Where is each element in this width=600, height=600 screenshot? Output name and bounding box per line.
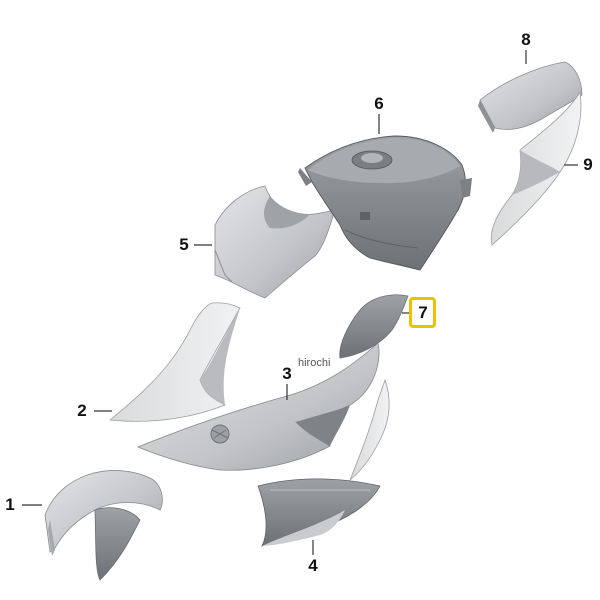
part-6-fuel-tank (298, 135, 472, 271)
callout-6: 6 (374, 94, 384, 113)
part-2-side-panel (109, 302, 241, 422)
callout-2: 2 (77, 401, 87, 420)
part-1-front-fender (44, 470, 163, 581)
watermark-text: hirochi (298, 357, 331, 369)
part-3-side-fairing (136, 342, 390, 482)
callout-7: 7 (418, 303, 428, 322)
part-4-belly-pan (257, 478, 381, 547)
callout-8: 8 (521, 30, 531, 49)
leader-lines (22, 50, 578, 555)
callout-4: 4 (308, 556, 318, 575)
highlight-box-7 (409, 297, 436, 328)
callout-9: 9 (583, 155, 593, 174)
callout-5: 5 (179, 235, 189, 254)
part-7-cover (339, 294, 409, 359)
callout-1: 1 (5, 495, 15, 514)
callout-3: 3 (282, 364, 292, 383)
part-9-tail-panel (490, 90, 582, 246)
part-5-tank-cover (214, 185, 336, 299)
part-8-seat-cowl (478, 61, 583, 133)
